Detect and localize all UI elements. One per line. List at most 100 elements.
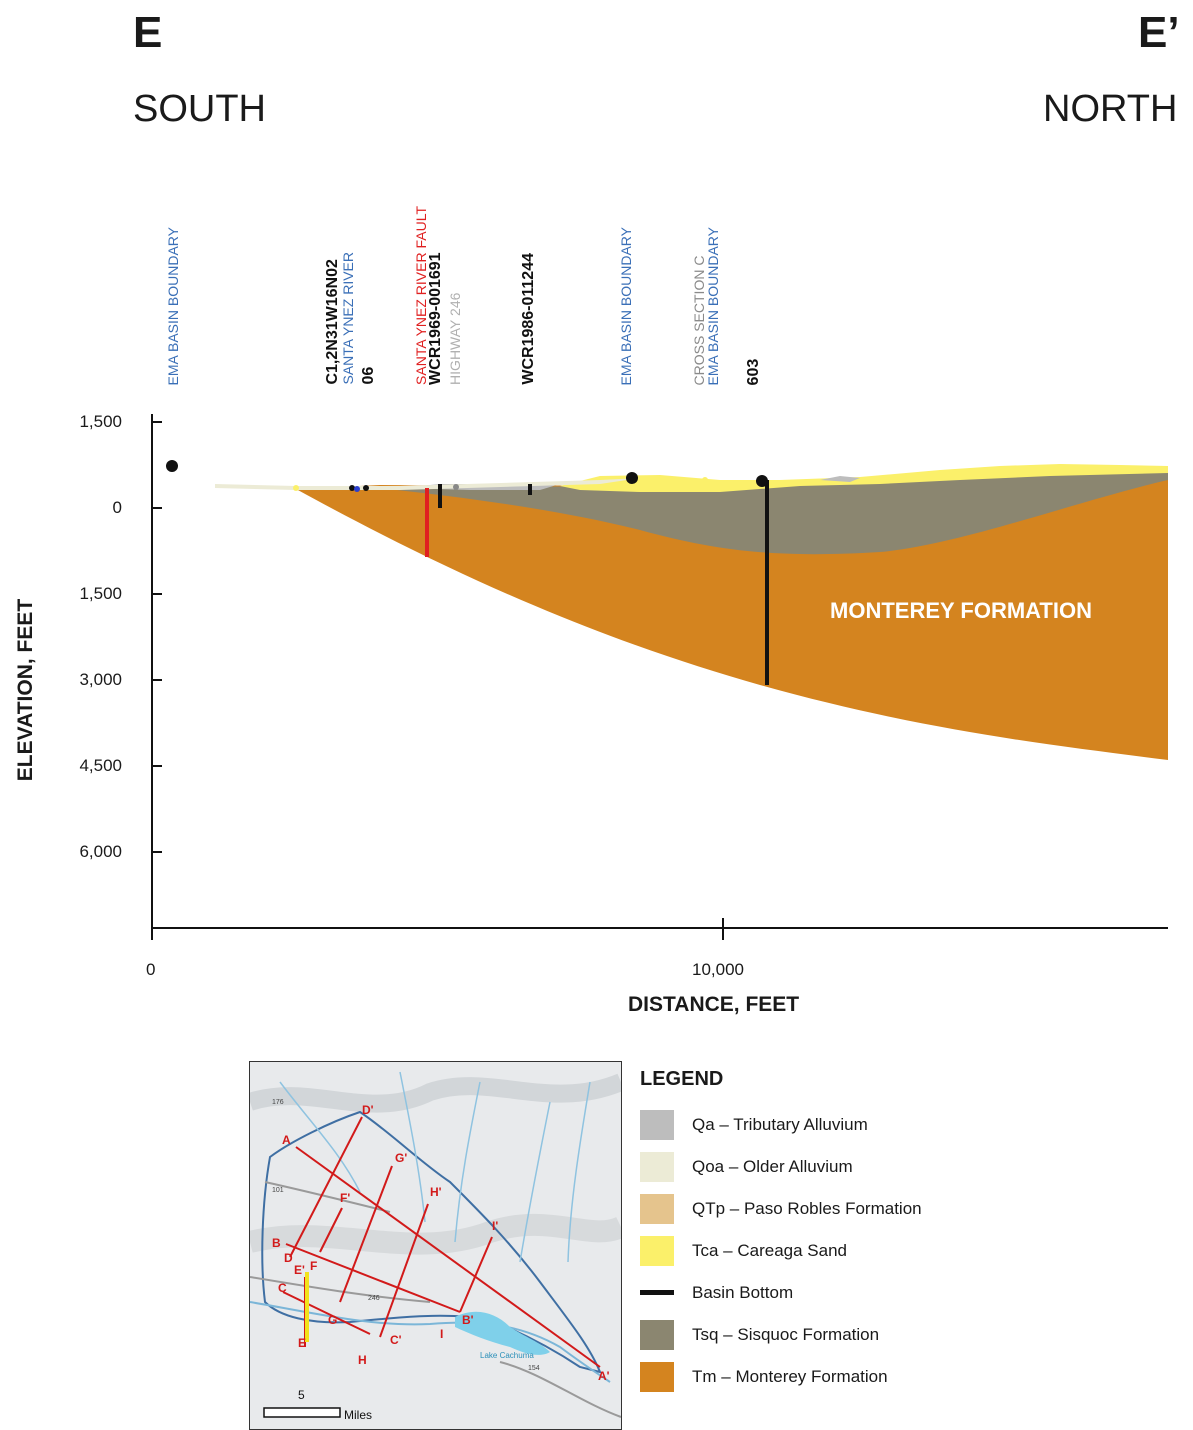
legend-label: Qa – Tributary Alluvium (692, 1115, 868, 1134)
feature-label: EMA BASIN BOUNDARY (705, 226, 721, 385)
y-tick-label: 0 (112, 498, 122, 517)
careaga-marker (293, 485, 299, 491)
map-label: F (310, 1259, 317, 1273)
map-label: H (358, 1353, 367, 1367)
y-tick-label: 1,500 (79, 412, 122, 431)
map-label: A (282, 1133, 291, 1147)
north-direction-label: NORTH (1043, 88, 1178, 130)
x-axis-title: DISTANCE, FEET (628, 993, 800, 1016)
road-label: 176 (272, 1099, 284, 1106)
legend-swatch (640, 1320, 674, 1350)
legend: LEGEND Qa – Tributary Alluvium Qoa – Old… (640, 1068, 980, 1398)
legend-label: Qoa – Older Alluvium (692, 1157, 853, 1176)
basin-boundary-marker (626, 472, 638, 484)
legend-item: Qoa – Older Alluvium (640, 1152, 853, 1182)
x-tick-label: 10,000 (692, 960, 744, 979)
feature-label: CROSS SECTION C (691, 255, 707, 385)
legend-title: LEGEND (640, 1068, 724, 1090)
basin-boundary-marker (756, 475, 768, 487)
lake-label: Lake Cachuma (480, 1351, 534, 1360)
feature-label: SANTA YNEZ RIVER (340, 252, 356, 385)
lake-cachuma (455, 1311, 550, 1355)
map-label: E' (294, 1263, 305, 1277)
map-label: I' (492, 1219, 498, 1233)
feature-label-group-4: WCR1986-011244 (520, 253, 537, 385)
y-tick-label: 6,000 (79, 842, 122, 861)
scale-unit: Miles (344, 1408, 372, 1422)
well-marker (349, 485, 355, 491)
basin-outline (261, 1110, 602, 1374)
careaga-marker (702, 477, 708, 483)
tributary-alluvium-area (820, 476, 860, 482)
map-label: E (298, 1336, 306, 1350)
section-start-letter: E (133, 8, 163, 57)
map-label: C (278, 1281, 287, 1295)
feature-label: EMA BASIN BOUNDARY (618, 226, 634, 385)
legend-swatch (640, 1110, 674, 1140)
map-label: B' (462, 1313, 474, 1327)
feature-label-group-6: CROSS SECTION C EMA BASIN BOUNDARY 603 (691, 226, 766, 385)
location-map: A A' B B' C C' D D' E E' F F' G G' H H' … (249, 1061, 622, 1430)
monterey-formation-area (296, 470, 1168, 760)
legend-item: Tca – Careaga Sand (640, 1236, 847, 1266)
feature-label: 06 (360, 367, 377, 385)
feature-label: WCR1986-011244 (520, 253, 537, 385)
legend-swatch (640, 1194, 674, 1224)
feature-label: C1,2N31W16N02 (324, 259, 341, 385)
road-label: 154 (528, 1365, 540, 1372)
feature-label: EMA BASIN BOUNDARY (165, 226, 181, 385)
map-label: C' (390, 1333, 402, 1347)
map-label: D (284, 1251, 293, 1265)
legend-line-swatch (640, 1290, 674, 1295)
map-label: H' (430, 1185, 442, 1199)
well-marker (363, 485, 369, 491)
feature-label-group-5: EMA BASIN BOUNDARY (618, 226, 634, 385)
legend-item: Tsq – Sisquoc Formation (640, 1320, 879, 1350)
location-map-drawing: A A' B B' C C' D D' E E' F F' G G' H H' … (250, 1062, 621, 1429)
river-marker (354, 486, 360, 492)
y-axis-title: ELEVATION, FEET (14, 598, 37, 782)
legend-item: Tm – Monterey Formation (640, 1362, 888, 1392)
legend-item: QTp – Paso Robles Formation (640, 1194, 922, 1224)
y-tick-label: 3,000 (79, 670, 122, 689)
legend-label: Basin Bottom (692, 1282, 794, 1302)
y-tick-label: 1,500 (79, 584, 122, 603)
highway-marker (453, 484, 459, 490)
map-label: G (328, 1313, 337, 1327)
scale-value: 5 (298, 1388, 305, 1402)
legend-item: Basin Bottom (640, 1278, 793, 1307)
feature-label: SANTA YNEZ RIVER FAULT (413, 206, 429, 385)
x-tick-label: 0 (146, 960, 156, 979)
legend-label: Tca – Careaga Sand (692, 1241, 847, 1260)
legend-swatch (640, 1152, 674, 1182)
legend-label: QTp – Paso Robles Formation (692, 1199, 922, 1218)
sisquoc-formation-area (380, 472, 1168, 555)
road-label: 246 (368, 1295, 380, 1302)
feature-label: HIGHWAY 246 (447, 292, 463, 385)
legend-swatch (640, 1362, 674, 1392)
legend-label: Tm – Monterey Formation (692, 1367, 888, 1386)
legend-label: Tsq – Sisquoc Formation (692, 1325, 880, 1344)
map-label: F' (340, 1191, 350, 1205)
feature-label-group-2: C1,2N31W16N02 SANTA YNEZ RIVER 06 (324, 252, 381, 385)
map-label: B (272, 1236, 281, 1250)
y-tick-label: 4,500 (79, 756, 122, 775)
feature-label: 603 (745, 358, 762, 385)
cross-section-plot (151, 414, 1168, 940)
map-label: G' (395, 1151, 407, 1165)
feature-label-group-1: EMA BASIN BOUNDARY (165, 226, 181, 385)
legend-swatch (640, 1236, 674, 1266)
map-label: D' (362, 1103, 374, 1117)
feature-label-group-3: SANTA YNEZ RIVER FAULT WCR1969-001691 HI… (413, 206, 468, 385)
legend-item: Qa – Tributary Alluvium (640, 1110, 868, 1140)
scale-bar (263, 1407, 341, 1418)
section-end-letter: E’ (1138, 8, 1180, 57)
map-label: I (440, 1327, 443, 1341)
careaga-sand-area (560, 464, 1168, 492)
road-label: 101 (272, 1187, 284, 1194)
older-alluvium-area (215, 478, 640, 490)
south-direction-label: SOUTH (133, 88, 266, 130)
basin-boundary-marker (166, 460, 178, 472)
monterey-formation-label: MONTEREY FORMATION (830, 598, 1092, 623)
map-label: A' (598, 1369, 610, 1383)
